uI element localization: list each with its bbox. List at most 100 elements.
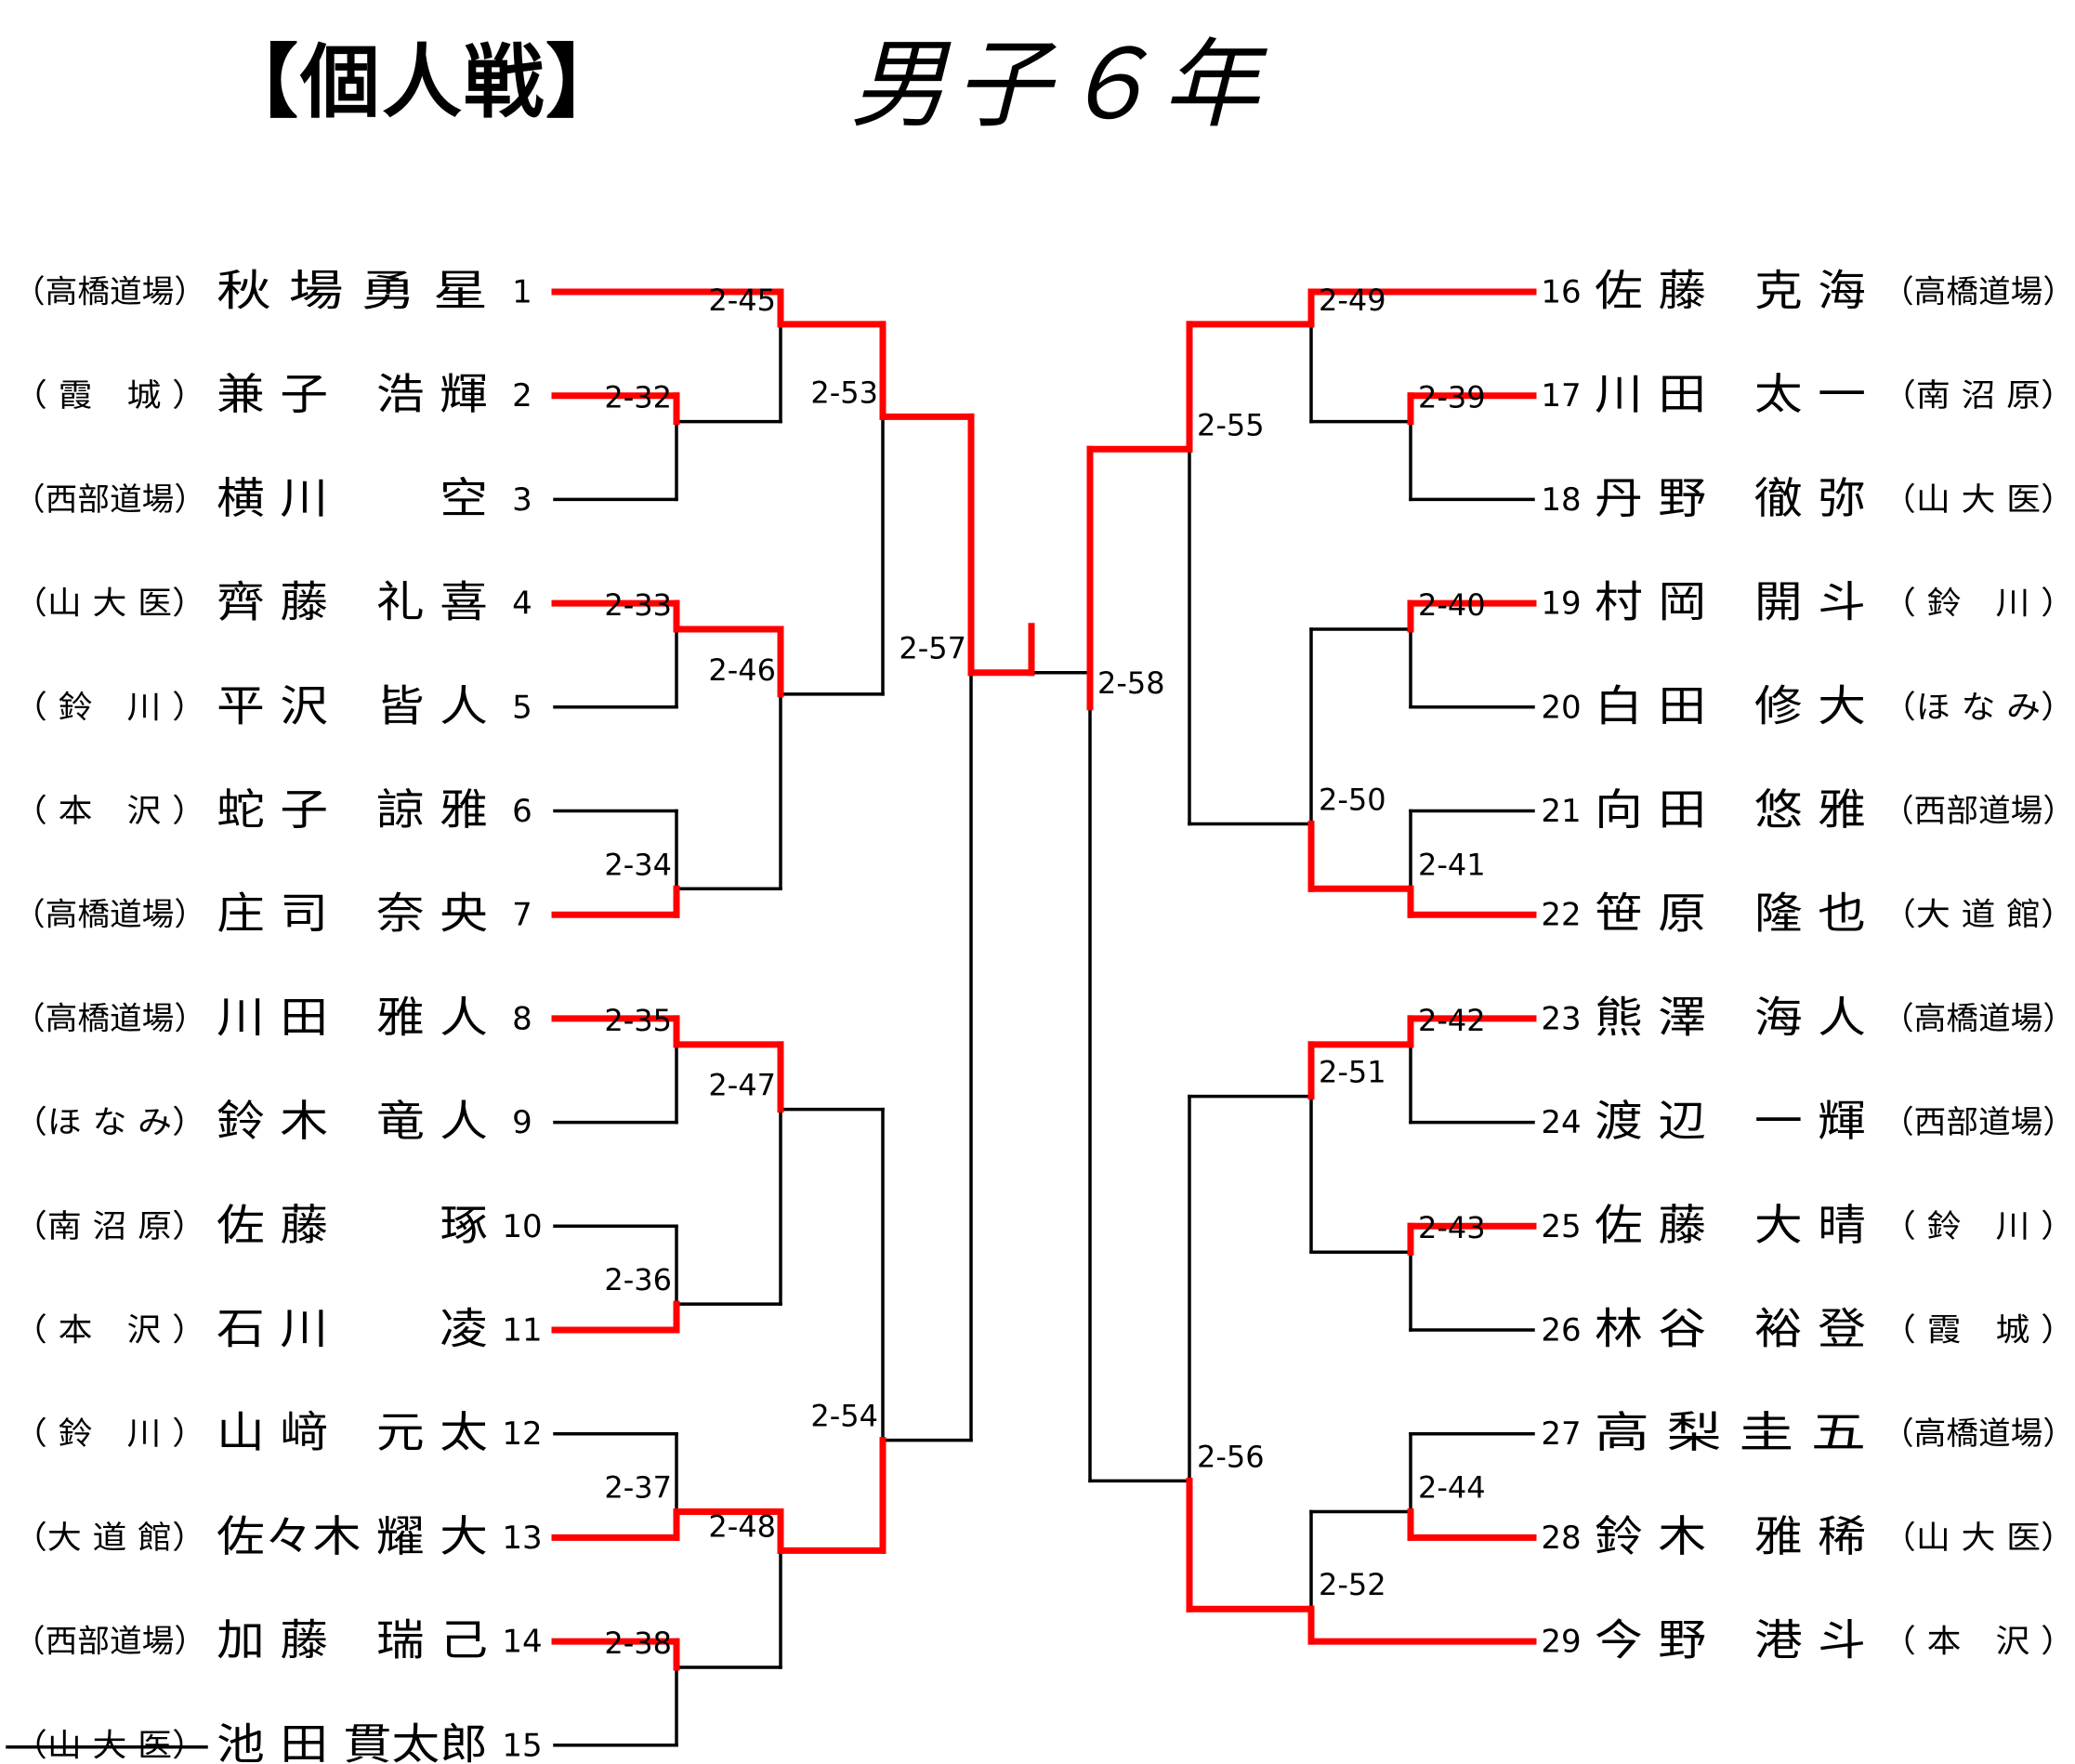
division-title: 男子６年 <box>850 28 1267 141</box>
match-label: 2-45 <box>708 283 776 318</box>
bracket-lines <box>6 323 1535 1749</box>
player-name: 鈴 木 雅 稀 <box>1595 1511 1866 1561</box>
player-name: 佐 藤 克 海 <box>1595 266 1866 316</box>
player-seed: 26 <box>1541 1312 1581 1349</box>
player-name: 横 川 空 <box>217 473 488 523</box>
player-seed: 25 <box>1541 1208 1581 1245</box>
match-label: 2-57 <box>899 631 966 666</box>
player-seed: 24 <box>1541 1104 1581 1141</box>
player-name: 池 田 貫太郎 <box>217 1718 488 1764</box>
page-title: 【個人戦】 <box>218 36 627 129</box>
player-seed: 4 <box>512 586 532 623</box>
match-label: 2-50 <box>1319 782 1386 817</box>
match-label: 2-41 <box>1418 847 1486 882</box>
player-dojo: （高橋道場） <box>13 1000 206 1037</box>
player-dojo: （高橋道場） <box>1882 1000 2075 1037</box>
player-dojo: （ 霞 城 ） <box>1882 1312 2075 1349</box>
player-name: 高 梨 圭 五 <box>1595 1407 1866 1457</box>
winner-path-lines <box>551 288 1537 1671</box>
player-name: 加 藤 瑞 己 <box>217 1615 488 1665</box>
match-label: 2-37 <box>604 1469 672 1505</box>
player-name: 鈴 木 竜 人 <box>217 1096 488 1146</box>
match-label: 2-55 <box>1197 407 1265 442</box>
player-seed: 21 <box>1541 793 1581 830</box>
match-label: 2-52 <box>1319 1567 1386 1602</box>
player-dojo: （南 沼 原） <box>1882 377 2075 415</box>
player-name: 林 谷 裕 登 <box>1595 1304 1866 1354</box>
match-label: 2-58 <box>1097 665 1165 701</box>
player-name: 丹 野 徹 弥 <box>1595 473 1866 523</box>
player-seed: 7 <box>512 897 532 934</box>
player-seed: 16 <box>1541 274 1581 311</box>
player-dojo: （ 鈴 川 ） <box>1882 1208 2075 1245</box>
player-name: 今 野 港 斗 <box>1595 1615 1866 1665</box>
player-dojo: （西部道場） <box>1882 1104 2075 1141</box>
player-name: 山 﨑 元 太 <box>217 1407 488 1457</box>
player-dojo: （西部道場） <box>13 481 206 519</box>
player-dojo: （西部道場） <box>1882 793 2075 830</box>
player-seed: 28 <box>1541 1520 1581 1557</box>
player-dojo: （山 大 医） <box>1882 1520 2075 1557</box>
match-label: 2-40 <box>1418 587 1486 623</box>
player-seed: 2 <box>512 377 532 415</box>
match-label: 2-38 <box>604 1626 672 1661</box>
match-label: 2-49 <box>1319 283 1386 318</box>
player-dojo: （山 大 医） <box>1882 481 2075 519</box>
match-label: 2-32 <box>604 380 672 415</box>
match-label: 2-51 <box>1319 1055 1386 1090</box>
player-seed: 10 <box>502 1208 542 1245</box>
player-name: 熊 澤 海 人 <box>1595 992 1866 1042</box>
player-dojo: （ほ な み） <box>13 1104 206 1141</box>
player-name: 蛇 子 諒 雅 <box>217 784 488 835</box>
player-dojo: （高橋道場） <box>13 274 206 311</box>
player-seed: 27 <box>1541 1415 1581 1453</box>
match-label: 2-36 <box>604 1262 672 1297</box>
player-seed: 3 <box>512 481 532 519</box>
player-name: 石 川 凌 <box>217 1304 488 1354</box>
player-name: 佐 藤 大 晴 <box>1595 1200 1866 1250</box>
player-dojo: （南 沼 原） <box>13 1208 206 1245</box>
player-name: 齊 藤 礼 喜 <box>217 577 488 627</box>
player-seed: 19 <box>1541 586 1581 623</box>
match-label: 2-33 <box>604 587 672 623</box>
match-label: 2-43 <box>1418 1210 1486 1245</box>
player-dojo: （ 本 沢 ） <box>13 793 206 830</box>
player-seed: 29 <box>1541 1624 1581 1661</box>
player-dojo: （大 道 館） <box>13 1520 206 1557</box>
player-seed: 9 <box>512 1104 532 1141</box>
player-dojo: （ 本 沢 ） <box>13 1312 206 1349</box>
player-name: 白 田 修 大 <box>1595 680 1866 731</box>
match-label: 2-53 <box>810 375 878 410</box>
player-seed: 8 <box>512 1000 532 1037</box>
match-label: 2-47 <box>708 1068 776 1103</box>
player-seed: 18 <box>1541 481 1581 519</box>
player-name: 川 田 太 一 <box>1595 369 1866 419</box>
player-dojo: （高橋道場） <box>13 897 206 934</box>
player-seed: 1 <box>512 274 532 311</box>
player-dojo: （西部道場） <box>13 1624 206 1661</box>
match-label: 2-35 <box>604 1003 672 1038</box>
player-name: 平 沢 皆 人 <box>217 680 488 731</box>
match-label: 2-39 <box>1418 380 1486 415</box>
player-dojo: （山 大 医） <box>13 1727 206 1764</box>
player-dojo: （山 大 医） <box>13 586 206 623</box>
match-label: 2-48 <box>708 1508 776 1544</box>
match-label: 2-34 <box>604 847 672 882</box>
player-seed: 6 <box>512 793 532 830</box>
player-dojo: （高橋道場） <box>1882 274 2075 311</box>
match-label: 2-56 <box>1197 1439 1265 1474</box>
player-name: 笹 原 隆 也 <box>1595 889 1866 939</box>
player-seed: 22 <box>1541 897 1581 934</box>
player-seed: 13 <box>502 1520 542 1557</box>
player-seed: 5 <box>512 689 532 726</box>
player-name: 佐々木 耀 大 <box>217 1511 488 1561</box>
player-seed: 23 <box>1541 1000 1581 1037</box>
player-name: 川 田 雅 人 <box>217 992 488 1042</box>
match-label: 2-54 <box>810 1399 878 1434</box>
player-seed: 12 <box>502 1415 542 1453</box>
player-dojo: （ 鈴 川 ） <box>13 689 206 726</box>
player-dojo: （ 本 沢 ） <box>1882 1624 2075 1661</box>
player-seed: 20 <box>1541 689 1581 726</box>
